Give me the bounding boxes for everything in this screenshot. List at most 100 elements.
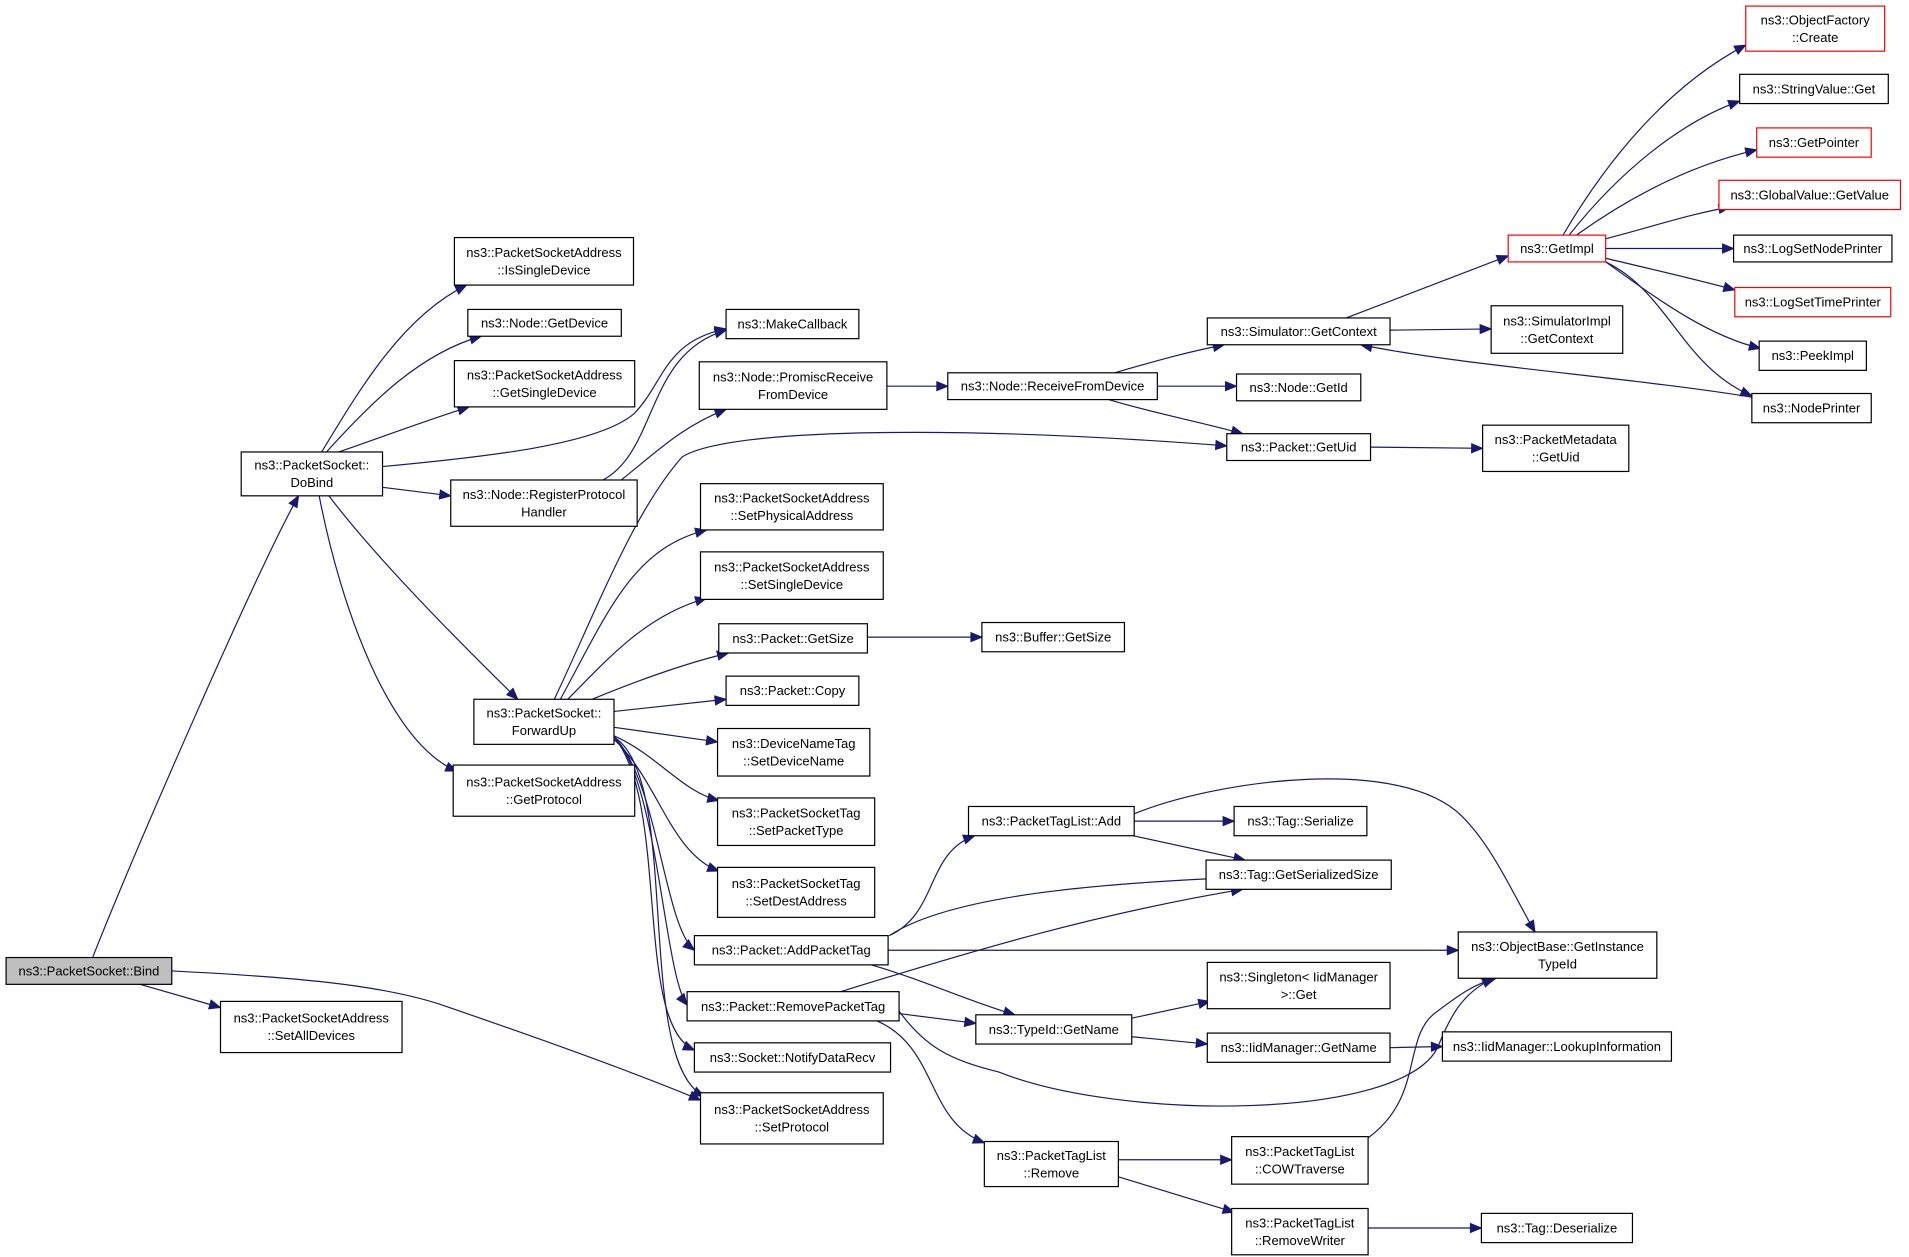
node-box [1751,392,1872,424]
graph-node-issingledevice[interactable]: ns3::PacketSocketAddress::IsSingleDevice [453,236,635,286]
node-label: ::RemoveWriter [1255,1233,1346,1248]
node-box [1441,1031,1673,1062]
edge-arrowhead [706,792,721,803]
graph-node-addpackettag[interactable]: ns3::Packet::AddPacketTag [693,935,889,966]
edge-bind-to-dobind [92,494,300,958]
edge-getimpl-to-objectfactorycreate [1562,44,1747,236]
graph-node-nodeprinter[interactable]: ns3::NodePrinter [1751,392,1872,424]
edge-arrowhead [713,328,728,339]
graph-node-setphysical[interactable]: ns3::PacketSocketAddress::SetPhysicalAdd… [699,483,884,531]
node-box [1206,317,1391,346]
edge-line [1131,1036,1208,1045]
edge-getimpl-to-stringvalueget [1568,100,1741,236]
graph-node-makecallback[interactable]: ns3::MakeCallback [725,308,860,340]
graph-node-lookupinformation[interactable]: ns3::IidManager::LookupInformation [1441,1031,1673,1062]
graph-node-getprotocol[interactable]: ns3::PacketSocketAddress::GetProtocol [452,764,636,817]
node-label: ns3::MakeCallback [738,317,848,332]
graph-node-globalvalueget[interactable]: ns3::GlobalValue::GetValue [1718,179,1902,211]
graph-node-packetgetuid[interactable]: ns3::Packet::GetUid [1226,433,1372,462]
edge-line [559,529,707,700]
graph-node-removepackettag[interactable]: ns3::Packet::RemovePacketTag [686,991,900,1022]
graph-node-buffergetsize[interactable]: ns3::Buffer::GetSize [981,621,1126,653]
node-label: ns3::PacketSocketTag [732,876,861,891]
edge-taglistadd-to-getinstancetypeid [1133,778,1536,934]
edge-arrowhead [208,999,222,1010]
graph-node-typeidgetname[interactable]: ns3::TypeId::GetName [975,1014,1133,1045]
node-box [1231,1207,1369,1256]
graph-node-stringvalueget[interactable]: ns3::StringValue::Get [1739,73,1889,105]
graph-node-taglistremove[interactable]: ns3::PacketTagList::Remove [983,1140,1119,1188]
node-label: >::Get [1281,987,1317,1002]
graph-node-getsingledevice[interactable]: ns3::PacketSocketAddress::GetSingleDevic… [453,360,636,408]
node-label: ::GetContext [1520,331,1593,346]
node-label: FromDevice [758,387,828,402]
graph-node-removewriter[interactable]: ns3::PacketTagList::RemoveWriter [1231,1207,1369,1256]
graph-node-dobind[interactable]: ns3::PacketSocket::DoBind [240,451,384,497]
graph-node-setdestaddress[interactable]: ns3::PacketSocketTag::SetDestAddress [716,866,876,918]
graph-node-singletonget[interactable]: ns3::Singleton< IidManager>::Get [1206,961,1391,1010]
graph-node-nodegetid[interactable]: ns3::Node::GetId [1235,373,1362,402]
edge-arrowhead [714,695,728,706]
graph-node-taglistadd[interactable]: ns3::PacketTagList::Add [967,805,1135,837]
graph-node-forwardup[interactable]: ns3::PacketSocket::ForwardUp [473,698,615,745]
node-label: ns3::GetPointer [1769,135,1860,150]
graph-node-getpointer[interactable]: ns3::GetPointer [1756,127,1872,158]
graph-node-taggetserializedsize[interactable]: ns3::Tag::GetSerializedSize [1205,859,1392,890]
node-box [467,308,622,337]
node-box [698,361,888,410]
graph-node-setdevicename[interactable]: ns3::DeviceNameTag::SetDeviceName [716,727,871,777]
graph-node-cowtraverse[interactable]: ns3::PacketTagList::COWTraverse [1231,1136,1369,1185]
edge-line [888,876,1246,937]
node-box [1718,179,1902,211]
node-label: ns3::Packet::AddPacketTag [712,943,871,958]
edge-promiscreceive-to-receivefromdevice [886,380,950,392]
graph-node-simgetcontext[interactable]: ns3::Simulator::GetContext [1206,317,1391,346]
graph-node-setsingledevice[interactable]: ns3::PacketSocketAddress::SetSingleDevic… [699,551,884,600]
graph-node-simimplgetcontext[interactable]: ns3::SimulatorImpl::GetContext [1490,305,1624,354]
graph-node-objectfactorycreate[interactable]: ns3::ObjectFactory::Create [1745,5,1886,52]
graph-node-peekimpl[interactable]: ns3::PeekImpl [1758,340,1867,371]
graph-node-tagserialize[interactable]: ns3::Tag::Serialize [1233,805,1368,837]
node-label: ns3::PacketSocketAddress [714,559,870,574]
graph-node-logsetnodeprinter[interactable]: ns3::LogSetNodePrinter [1732,234,1893,263]
graph-node-bind[interactable]: ns3::PacketSocket::Bind [5,956,173,985]
graph-node-setalldevices[interactable]: ns3::PacketSocketAddress::SetAllDevices [219,1000,403,1054]
node-label: ns3::PacketMetadata [1495,432,1618,447]
edge-taglistadd-to-taggetserializedsize [1132,835,1247,863]
node-box [5,956,173,985]
graph-node-setpackettype[interactable]: ns3::PacketSocketTag::SetPacketType [716,797,876,847]
graph-node-getimpl[interactable]: ns3::GetImpl [1507,234,1607,263]
edge-arrowhead [713,408,728,419]
graph-node-packetgetsize[interactable]: ns3::Packet::GetSize [718,623,868,654]
node-label: ns3::IidManager::GetName [1221,1040,1377,1055]
edge-arrowhead [963,1016,978,1028]
edge-arrowhead [1495,255,1510,265]
node-box [975,1014,1133,1045]
graph-node-tagdeserialize[interactable]: ns3::Tag::Deserialize [1480,1212,1634,1244]
graph-node-nodegetdevice[interactable]: ns3::Node::GetDevice [467,308,622,337]
graph-node-setprotocol[interactable]: ns3::PacketSocketAddress::SetProtocol [699,1092,884,1145]
graph-node-receivefromdevice[interactable]: ns3::Node::ReceiveFromDevice [947,372,1158,401]
edge-arrowhead [1471,442,1484,454]
node-label: ns3::PacketSocketAddress [714,491,870,506]
node-box [1756,127,1872,158]
node-box [716,866,876,918]
node-box [699,1092,884,1145]
node-label: ns3::PacketSocketAddress [466,245,622,260]
edge-getimpl-to-nodeprinter [1605,261,1754,397]
edge-arrowhead [936,380,950,392]
edge-line [321,284,467,453]
graph-node-logsettimeprinter[interactable]: ns3::LogSetTimePrinter [1734,286,1892,318]
graph-node-packetcopy[interactable]: ns3::Packet::Copy [725,675,860,706]
node-label: ns3::PacketSocketAddress [466,774,622,789]
edge-arrowhead [1479,323,1493,335]
graph-node-notifydatarecv[interactable]: ns3::Socket::NotifyDataRecv [693,1042,892,1073]
graph-node-metadatagetuid[interactable]: ns3::PacketMetadata::GetUid [1482,424,1630,473]
edge-line [553,431,1227,700]
graph-node-iidgetname[interactable]: ns3::IidManager::GetName [1206,1032,1391,1063]
edge-arrowhead [971,1133,986,1144]
